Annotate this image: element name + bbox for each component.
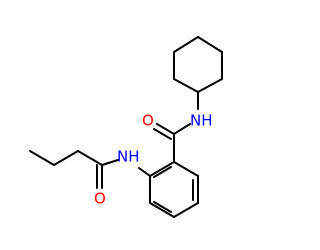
nitrogen-label-upper: NH — [190, 112, 213, 130]
chemical-structure: O NH NH O — [29, 36, 223, 218]
oxygen-label-lower: O — [94, 190, 106, 208]
benzene-ring — [149, 161, 199, 218]
bond-nh-to-carbonyl — [173, 123, 191, 135]
propyl-chain — [29, 150, 103, 166]
ring-bond — [173, 36, 199, 53]
ring-bond — [149, 161, 175, 177]
ring-bond — [149, 202, 175, 218]
upper-carbonyl-double-bond — [153, 123, 175, 140]
ring-bond — [197, 78, 223, 93]
aromatic-inner-bond — [153, 166, 172, 178]
chain-bond — [29, 150, 55, 166]
double-bond-line — [156, 123, 175, 135]
lower-carbonyl-double-bond — [96, 164, 103, 189]
bond-lower-nh-to-carbonyl — [101, 159, 119, 166]
ring-bond — [173, 78, 199, 93]
aromatic-inner-bond — [153, 201, 172, 213]
chain-bond — [53, 150, 79, 166]
ring-bond — [173, 202, 199, 218]
cyclohexyl-ring — [173, 36, 223, 93]
ring-bond — [197, 36, 223, 53]
oxygen-label-upper: O — [142, 112, 154, 130]
ring-bond — [173, 161, 199, 177]
double-bond-line — [153, 128, 172, 140]
nitrogen-label-lower: NH — [117, 148, 140, 166]
chain-bond — [77, 150, 103, 166]
bond-ring-to-lower-nh — [138, 167, 151, 177]
